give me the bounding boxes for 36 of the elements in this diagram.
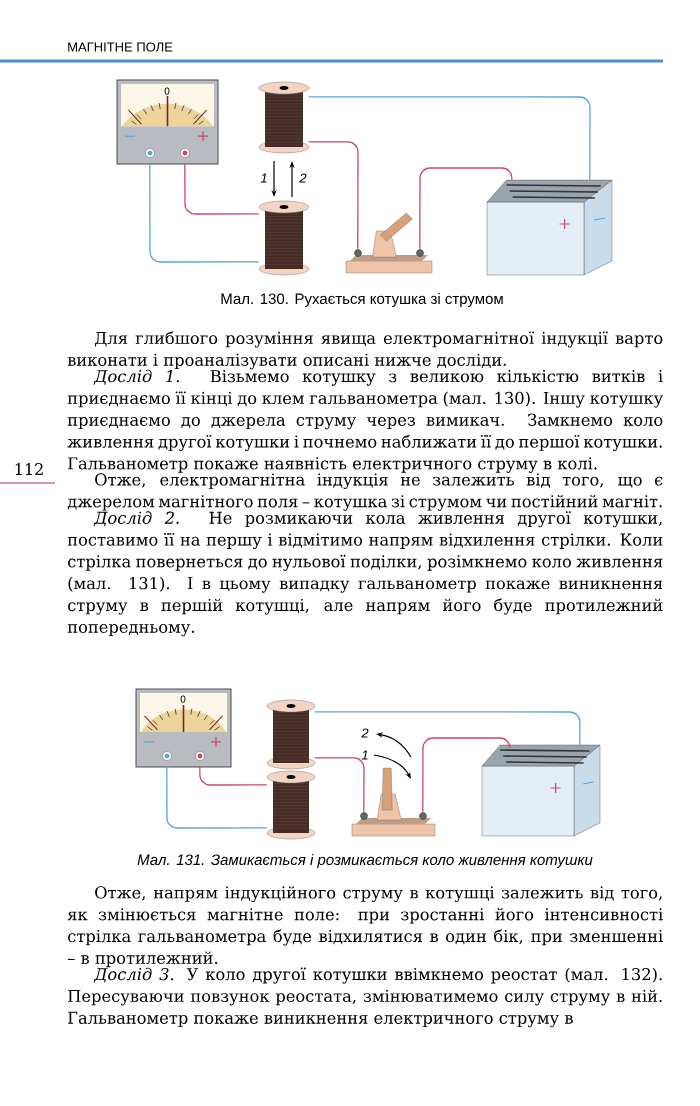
coil-drawing	[266, 770, 316, 840]
wire	[419, 167, 513, 250]
paragraph: Отже, напрям індукційного струму в котушці залежить від того, як змінюється магнітне поле: при зростанні його інтенсивності стрілка гальванометра буде відхилятися в один бік, при зменшенні – в протилежний.	[67, 886, 663, 968]
arrow-number: 2	[361, 728, 369, 738]
wire	[149, 163, 260, 263]
coil-drawing	[258, 200, 310, 276]
running-header: МАГНІТНЕ ПОЛЕ	[68, 42, 173, 52]
battery-drawing	[481, 744, 601, 837]
galvanometer-drawing	[135, 688, 232, 768]
paragraph: Дослід 1. Візьмемо котушку з великою кількістю витків і приєднаємо її кінці до клем гальванометра (мал. 130). Іншу котушку приєднаємо до джерела струму через вимикач. Замкнемо коло живлення другої котушки і почнемо наближати її до першої котушки. Гальванометр покаже наявність електричного струму в колі.	[67, 369, 663, 473]
arrow-number: 2	[299, 173, 307, 183]
paragraph: Для глибшого розуміння явища електромагнітної індукції варто виконати і проаналізувати описані нижче досліди.	[67, 331, 663, 370]
switch-drawing	[345, 212, 433, 274]
wire	[308, 96, 591, 181]
wire	[308, 141, 359, 250]
figure-caption: Мал. 130. Рухається котушка зі струмом	[221, 293, 503, 307]
wire	[422, 737, 511, 813]
galvanometer-drawing	[116, 79, 219, 165]
battery-drawing	[486, 179, 613, 276]
paragraph: Дослід 3. У коло другої котушки ввімкнемо реостат (мал. 132). Пересуваючи повзунок реостата, змінюватимемо силу струму в ній. Гальванометр покаже виникнення електричного струму в	[68, 967, 662, 1028]
paragraph: Дослід 2. Не розмикаючи кола живлення другої котушки, поставимо її на першу і відмітимо напрям відхилення стрілки. Коли стрілка повернеться до нульової поділки, розімкнемо коло живлення (мал. 131). І в цьому випадку гальванометр покаже виникнення струму в першій котушці, але напрям його буде протилежний попередньому.	[67, 511, 663, 637]
figure-caption: Мал. 131. Замикається і розмикається коло живлення котушки	[137, 854, 593, 868]
coil-drawing	[266, 699, 316, 770]
scale-zero: 0	[164, 87, 170, 95]
wire	[166, 766, 268, 829]
switch-drawing	[351, 767, 436, 837]
wire	[199, 766, 268, 786]
page-number: 112	[15, 463, 43, 475]
paragraph: Отже, електромагнітна індукція не залежить від того, що є джерелом магнітного поля – котушка зі струмом чи постійний магніт.	[67, 473, 663, 511]
scale-zero: 0	[180, 695, 186, 703]
arrow-number: 1	[361, 750, 368, 760]
wire	[314, 711, 581, 746]
wire	[314, 757, 365, 813]
coil-drawing	[258, 81, 310, 154]
arrow-number: 1	[260, 173, 267, 183]
wire	[184, 163, 260, 215]
